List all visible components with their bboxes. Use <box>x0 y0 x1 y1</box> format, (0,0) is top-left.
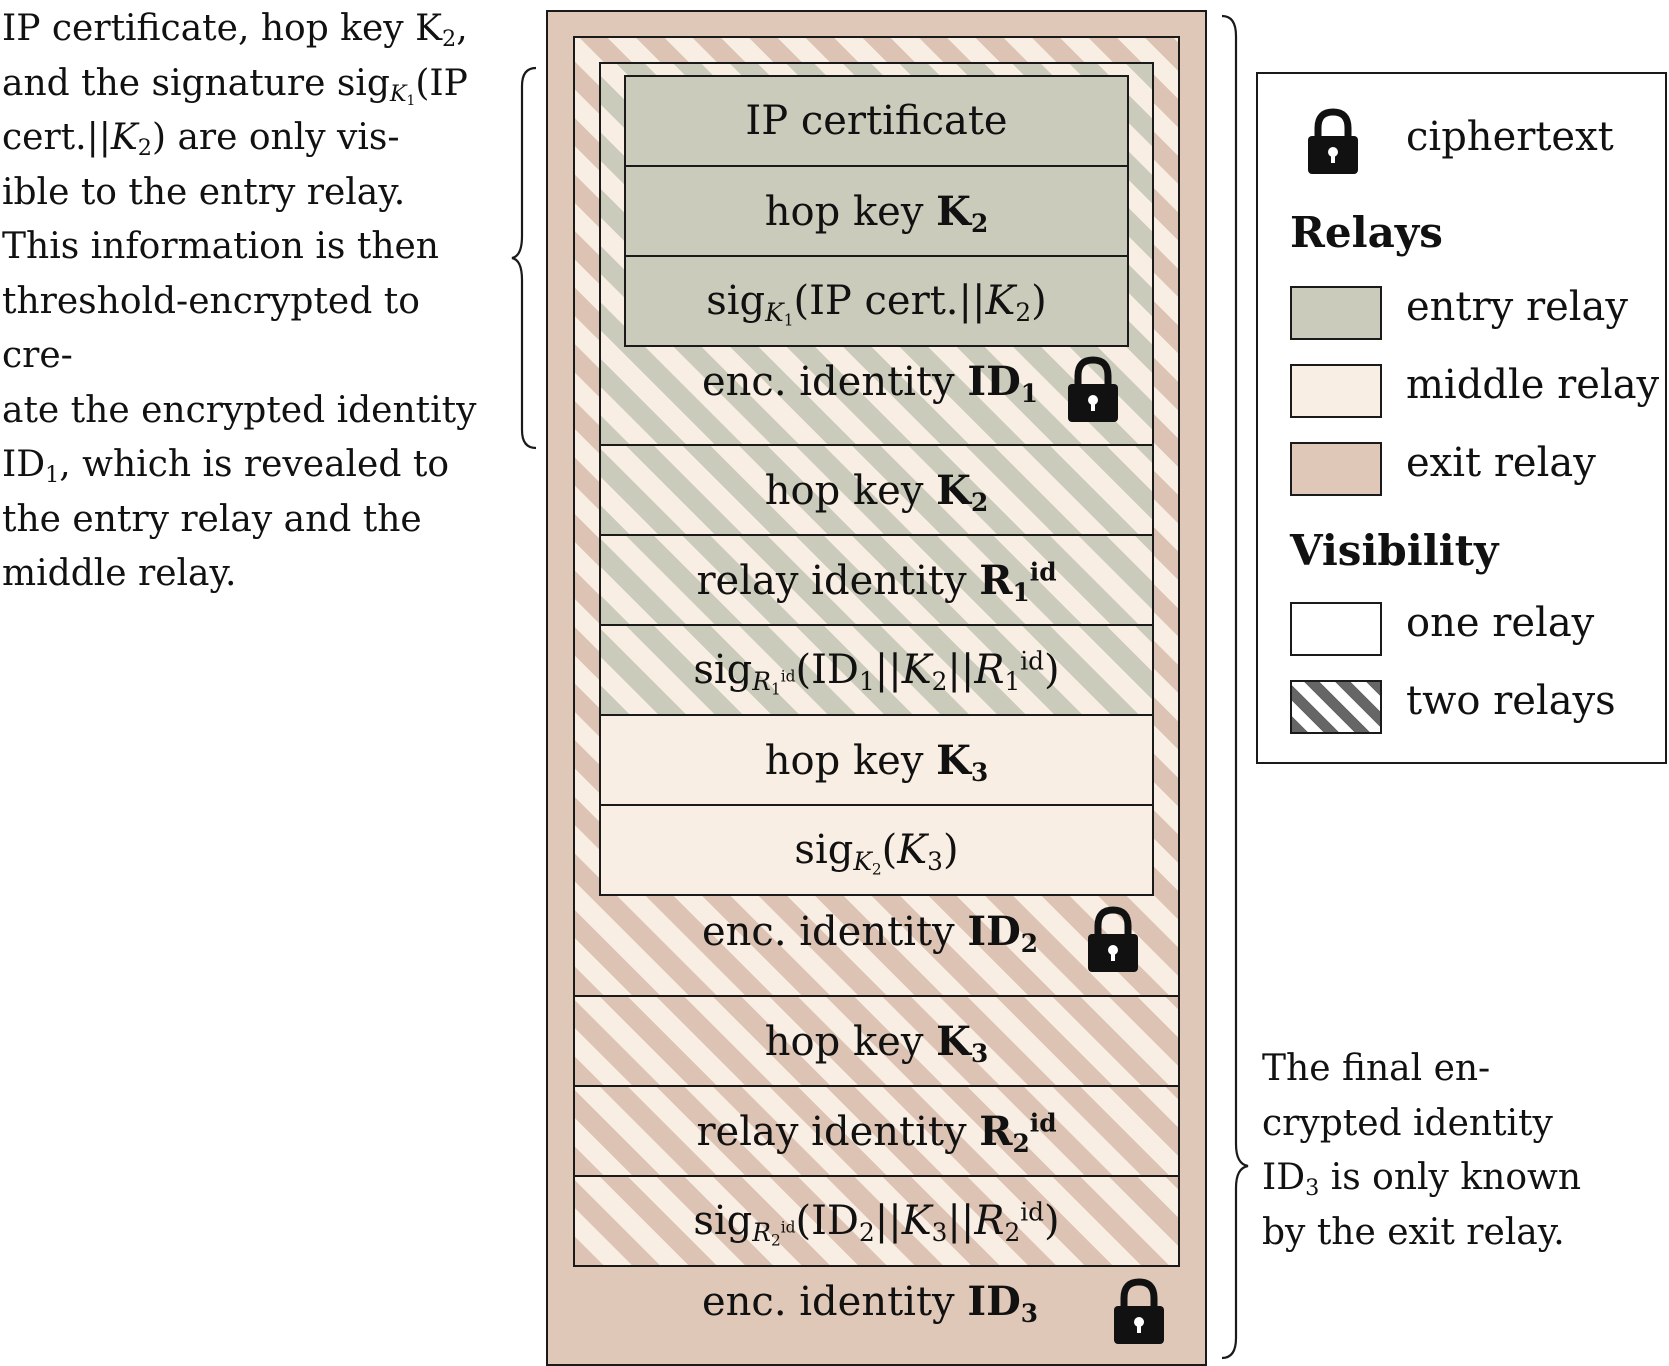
right-note-line: crypted identity <box>1262 1102 1553 1144</box>
left-brace <box>511 66 537 450</box>
relay-identity-r2-label: relay identity R2id <box>696 1107 1057 1158</box>
right-note-line: ID3 is only known <box>1262 1157 1581 1202</box>
left-note-line: ate the encrypted identity <box>2 389 477 431</box>
sig-k2-box: sigK2(K3) <box>599 804 1154 896</box>
legend-middle-relay-label: middle relay <box>1406 362 1660 408</box>
hop-key-k2-outer-label: hop key K2 <box>764 466 989 517</box>
sig-k1-box: sigK1(IP cert.||K2) <box>624 255 1129 347</box>
hop-key-k3-outer-label: hop key K3 <box>764 1017 989 1068</box>
lock-icon <box>1088 906 1138 972</box>
enc-identity-id1: enc. identity ID1 <box>600 350 1153 422</box>
enc-identity-id2-label: enc. identity ID2 <box>702 908 1039 958</box>
left-note-line: and the signature sigK1(IP <box>2 62 468 109</box>
left-note: IP certificate, hop key K2, and the sign… <box>2 2 502 602</box>
legend-ciphertext-label: ciphertext <box>1406 114 1614 160</box>
enc-identity-id2: enc. identity ID2 <box>574 900 1179 990</box>
legend-exit-relay-label: exit relay <box>1406 440 1596 486</box>
left-note-line: middle relay. <box>2 553 237 594</box>
left-note-line: ible to the entry relay. <box>2 171 406 213</box>
right-note: The final en- crypted identity ID3 is on… <box>1262 1042 1662 1260</box>
right-brace <box>1221 14 1249 1360</box>
left-note-line: threshold-encrypted to cre- <box>2 280 420 377</box>
relay-identity-r1-label: relay identity R1id <box>696 556 1057 607</box>
sig-r1-box: sigR1id(ID1||K2||R1id) <box>599 624 1154 716</box>
lock-icon <box>1068 356 1118 422</box>
entry-relay-swatch <box>1290 286 1382 340</box>
hop-key-k2-inner-label: hop key K2 <box>764 187 989 238</box>
left-note-line: IP certificate, hop key K2, <box>2 8 468 53</box>
two-relays-swatch <box>1290 680 1382 734</box>
right-note-line: by the exit relay. <box>1262 1211 1565 1253</box>
sig-k2-label: sigK2(K3) <box>794 827 959 879</box>
enc-identity-id1-label: enc. identity ID1 <box>702 358 1039 408</box>
hop-key-k3-outer-box: hop key K3 <box>573 995 1180 1087</box>
relay-identity-r1-box: relay identity R1id <box>599 534 1154 626</box>
legend-two-relays-label: two relays <box>1406 678 1616 724</box>
enc-identity-id3: enc. identity ID3 <box>548 1270 1205 1364</box>
left-note-line: the entry relay and the <box>2 498 422 540</box>
legend-visibility-heading: Visibility <box>1290 526 1499 575</box>
hop-key-k3-inner-box: hop key K3 <box>599 714 1154 806</box>
legend-relays-heading: Relays <box>1290 208 1443 257</box>
enc-identity-id3-label: enc. identity ID3 <box>702 1278 1039 1328</box>
legend-one-relay-label: one relay <box>1406 600 1595 646</box>
legend: ciphertext Relays entry relay middle rel… <box>1256 72 1667 764</box>
hop-key-k3-inner-label: hop key K3 <box>764 736 989 787</box>
sig-k1-label: sigK1(IP cert.||K2) <box>706 278 1047 330</box>
left-note-line: ID1, which is revealed to <box>2 444 449 489</box>
left-note-line: This information is then <box>2 226 439 267</box>
ip-certificate-box: IP certificate <box>624 75 1129 167</box>
lock-icon <box>1114 1278 1164 1344</box>
ip-certificate-label: IP certificate <box>745 98 1008 144</box>
middle-relay-swatch <box>1290 364 1382 418</box>
sig-r1-label: sigR1id(ID1||K2||R1id) <box>693 646 1060 699</box>
left-note-line: cert.||K2) are only vis- <box>2 117 400 162</box>
hop-key-k2-inner-box: hop key K2 <box>624 165 1129 257</box>
sig-r2-label: sigR2id(ID2||K3||R2id) <box>693 1197 1060 1250</box>
lock-icon <box>1308 108 1358 174</box>
one-relay-swatch <box>1290 602 1382 656</box>
sig-r2-box: sigR2id(ID2||K3||R2id) <box>573 1175 1180 1267</box>
right-note-line: The final en- <box>1262 1048 1491 1089</box>
exit-relay-swatch <box>1290 442 1382 496</box>
legend-entry-relay-label: entry relay <box>1406 284 1628 330</box>
relay-identity-r2-box: relay identity R2id <box>573 1085 1180 1177</box>
hop-key-k2-outer-box: hop key K2 <box>599 444 1154 536</box>
